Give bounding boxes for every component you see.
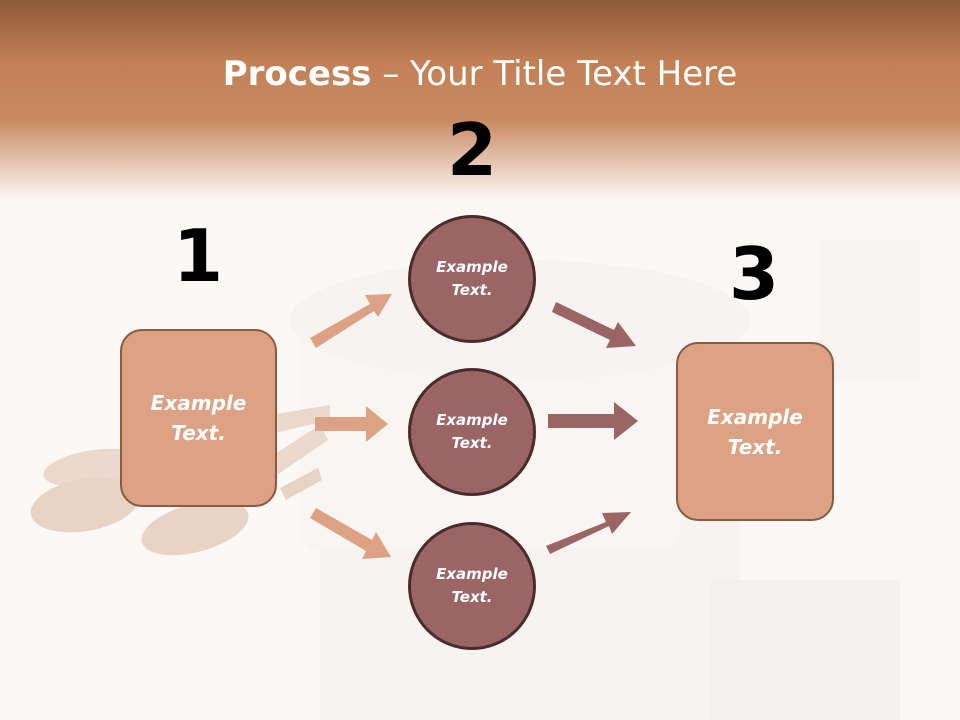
step-number-1: 1 bbox=[172, 214, 224, 298]
step-number-2: 2 bbox=[446, 108, 498, 192]
step-2-circle-top: Example Text. bbox=[408, 215, 536, 343]
arrow-1-to-2-bottom bbox=[310, 508, 391, 559]
step-3-text: Example Text. bbox=[707, 404, 803, 459]
arrow-2-to-3-middle bbox=[548, 402, 638, 440]
arrow-1-to-2-top bbox=[310, 294, 392, 348]
arrow-1-to-2-middle bbox=[315, 406, 388, 442]
arrow-2-to-3-top bbox=[552, 302, 636, 348]
step-1-box: Example Text. bbox=[120, 329, 277, 507]
step-2-circle-bottom: Example Text. bbox=[408, 522, 536, 650]
step-2-circle-top-text: Example Text. bbox=[436, 258, 508, 299]
header-band bbox=[0, 0, 960, 200]
step-1-text: Example Text. bbox=[150, 391, 247, 445]
step-3-box: Example Text. bbox=[676, 342, 834, 521]
step-2-circle-middle: Example Text. bbox=[408, 368, 536, 496]
step-number-3: 3 bbox=[728, 232, 780, 316]
arrow-2-to-3-bottom bbox=[546, 512, 631, 554]
title-rest: – Your Title Text Here bbox=[371, 54, 738, 94]
slide-title: Process – Your Title Text Here bbox=[0, 52, 960, 96]
step-2-circle-middle-text: Example Text. bbox=[436, 411, 508, 452]
title-bold: Process bbox=[222, 54, 372, 94]
step-2-circle-bottom-text: Example Text. bbox=[436, 565, 508, 606]
